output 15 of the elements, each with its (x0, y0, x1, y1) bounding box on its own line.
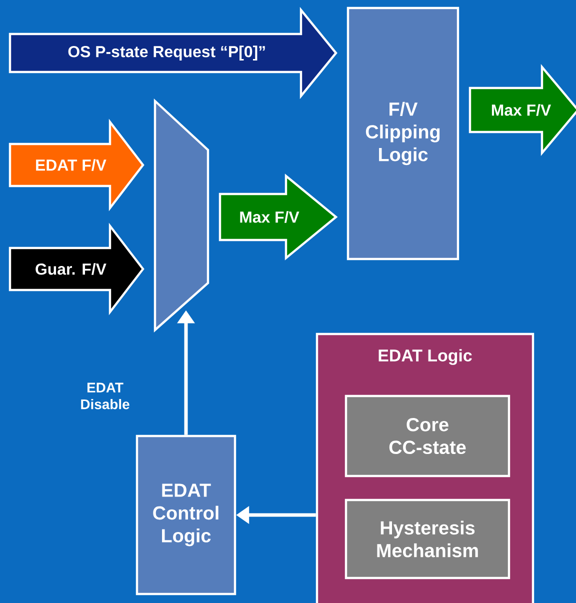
arrow-label: EDAT F/V (36, 159, 106, 171)
block-arrow (218, 174, 338, 260)
edge-label: EDAT Disable (69, 382, 141, 410)
logic-box: Hysteresis Mechanism (344, 498, 510, 580)
block-arrow (8, 118, 144, 212)
arrow-label: OS P-state Request “P[0]” (68, 46, 265, 60)
arrow-label: Guar. F/V (36, 263, 106, 275)
arrow-label: Max F/V (240, 211, 300, 223)
block-arrow (8, 6, 338, 100)
logic-box: F/V Clipping Logic (346, 6, 460, 260)
block-arrow (8, 222, 144, 316)
block-arrow (468, 64, 576, 156)
arrow-label: Max F/V (492, 104, 551, 116)
logic-box: EDAT Control Logic (136, 434, 236, 596)
logic-box: Core CC-state (344, 394, 510, 478)
